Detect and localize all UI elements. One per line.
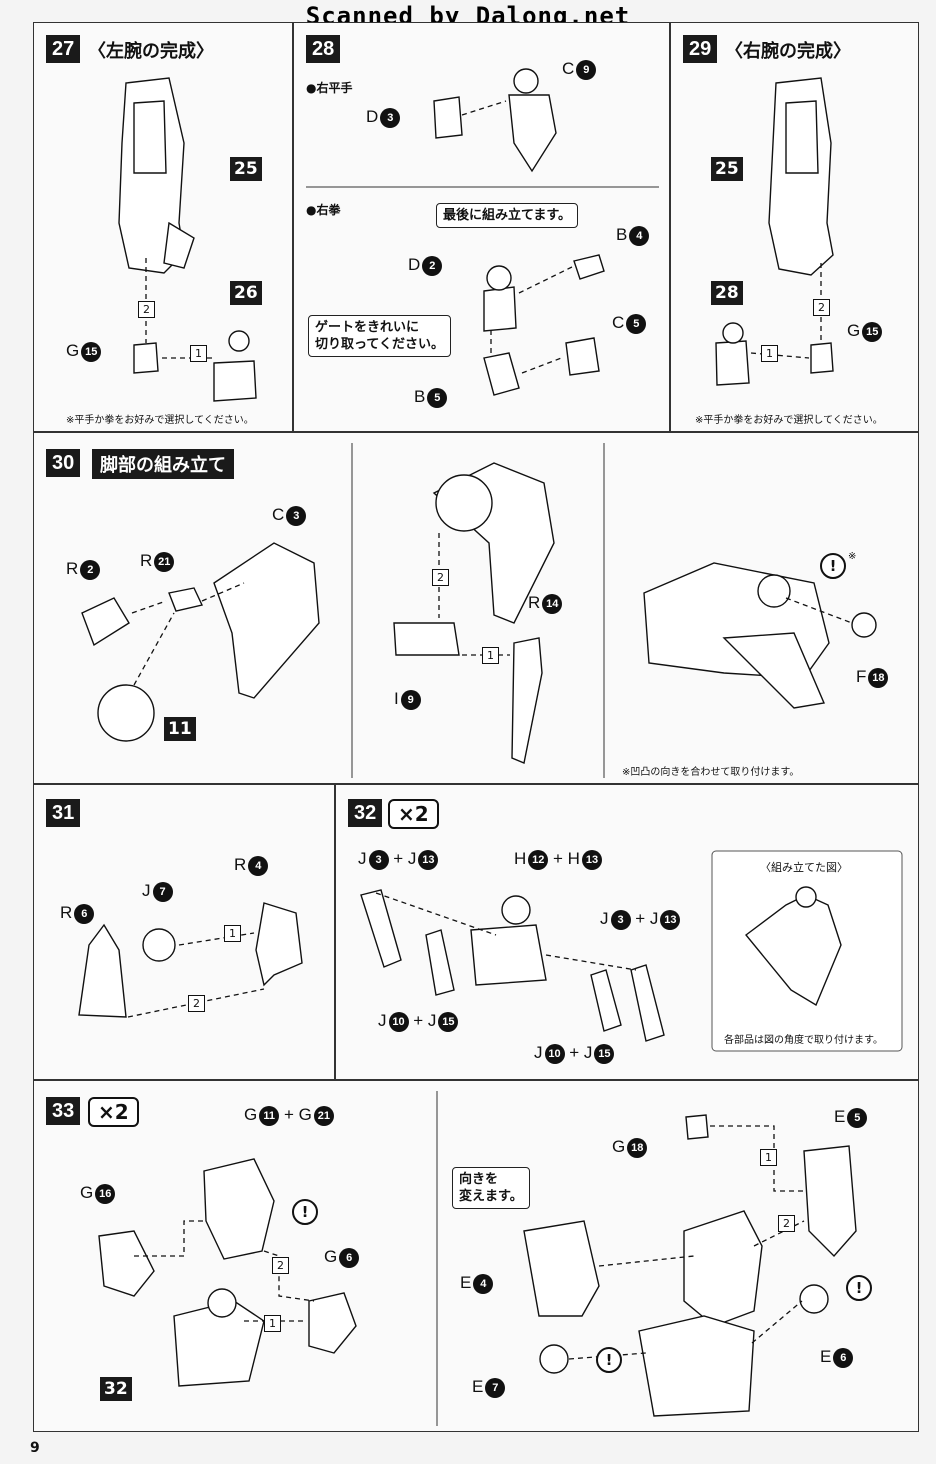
thigh-assembly-illustration	[360, 850, 903, 1052]
part-28-label: 28	[711, 281, 743, 305]
part-25-label: 25	[230, 157, 262, 181]
order-2: 2	[432, 569, 449, 586]
subtitle-right-fist: ●右拳	[306, 203, 341, 217]
lower-leg-assembly-illustration	[98, 1091, 857, 1426]
order-1: 1	[760, 1149, 777, 1166]
step-number: 33	[46, 1097, 81, 1125]
order-1: 1	[264, 1315, 281, 1332]
step-number: 31	[46, 799, 81, 827]
step-number: 32	[348, 799, 383, 827]
inset-note: 各部品は図の角度で取り付けます。	[724, 1035, 883, 1046]
hip-joint-illustration	[78, 902, 303, 1018]
right-hand-illustration	[306, 68, 659, 396]
callout-change-direction: 向きを変えます。	[452, 1167, 530, 1209]
step-title: 〈右腕の完成〉	[725, 41, 851, 61]
quantity-x2: ×2	[88, 1097, 139, 1127]
step-note: ※平手か拳をお好みで選択してください。	[66, 415, 254, 426]
page-number: 9	[30, 1440, 40, 1456]
step-number: 28	[306, 35, 341, 63]
order-2: 2	[778, 1215, 795, 1232]
step-number: 27	[46, 35, 81, 63]
step-title: 〈左腕の完成〉	[88, 41, 214, 61]
inset-title: 〈組み立てた図〉	[760, 861, 848, 874]
caution-icon: !	[846, 1275, 872, 1301]
caution-icon: !	[820, 553, 846, 579]
step-number: 29	[683, 35, 718, 63]
step-note: ※凹凸の向きを合わせて取り付けます。	[622, 767, 800, 778]
left-arm-illustration	[118, 77, 257, 402]
caution-asterisk: ※	[848, 551, 857, 562]
order-2: 2	[138, 301, 155, 318]
right-arm-illustration	[715, 77, 834, 386]
part-11-label: 11	[164, 717, 196, 741]
caution-icon: !	[596, 1347, 622, 1373]
subtitle-right-open-hand: ●右平手	[306, 81, 353, 95]
part-26-label: 26	[230, 281, 262, 305]
step-note: ※平手か拳をお好みで選択してください。	[695, 415, 883, 426]
order-1: 1	[482, 647, 499, 664]
order-2: 2	[272, 1257, 289, 1274]
callout-cut-gate: ゲートをきれいに切り取ってください。	[308, 315, 451, 357]
order-1: 1	[761, 345, 778, 362]
order-1: 1	[224, 925, 241, 942]
order-2: 2	[813, 299, 830, 316]
part-32-label: 32	[100, 1377, 132, 1401]
step-title: 脚部の組み立て	[92, 449, 234, 479]
quantity-x2: ×2	[388, 799, 439, 829]
part-25-label: 25	[711, 157, 743, 181]
order-1: 1	[190, 345, 207, 362]
callout-assemble-last: 最後に組み立てます。	[436, 203, 579, 228]
leg-assembly-illustration	[81, 443, 877, 778]
order-2: 2	[188, 995, 205, 1012]
caution-icon: !	[292, 1199, 318, 1225]
step-number: 30	[46, 449, 81, 477]
